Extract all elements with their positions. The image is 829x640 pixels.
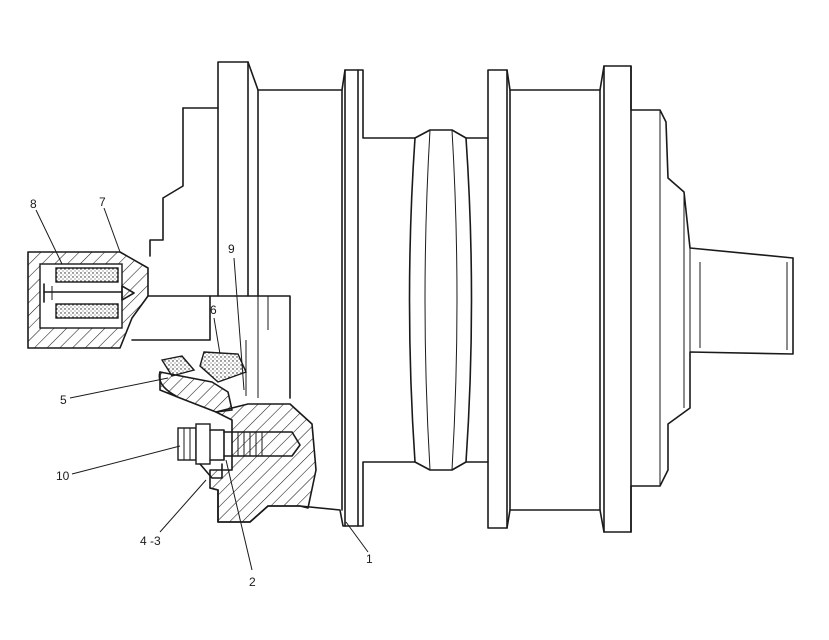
callout-1: 1 bbox=[366, 552, 373, 566]
callout-labels: 1 2 4 -3 5 6 7 8 9 10 bbox=[30, 195, 373, 589]
callout-4-3: 4 -3 bbox=[140, 534, 161, 548]
bolt-threads bbox=[231, 432, 263, 456]
callout-7: 7 bbox=[99, 195, 106, 209]
roller-body bbox=[149, 61, 794, 533]
callout-10: 10 bbox=[56, 469, 70, 483]
callout-2: 2 bbox=[249, 575, 256, 589]
callout-5: 5 bbox=[60, 393, 67, 407]
callout-6: 6 bbox=[210, 303, 217, 317]
leader-lines bbox=[35, 207, 369, 571]
left-section bbox=[27, 251, 317, 523]
callout-9: 9 bbox=[228, 242, 235, 256]
callout-8: 8 bbox=[30, 197, 37, 211]
